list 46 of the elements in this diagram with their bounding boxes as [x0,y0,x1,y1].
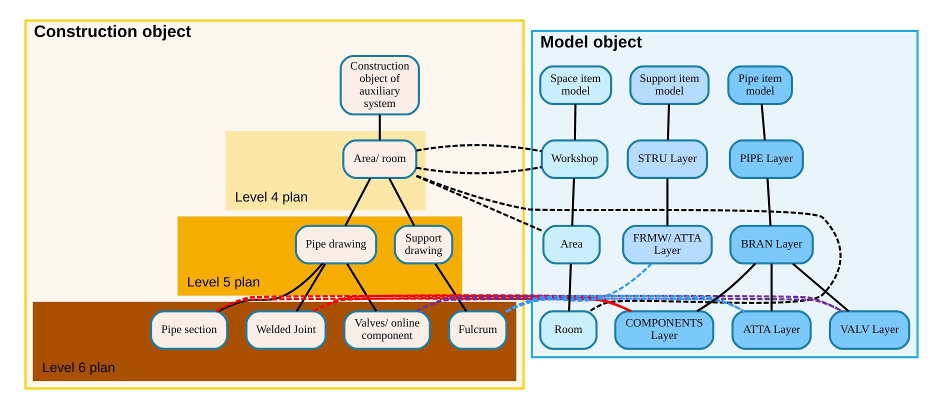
node-box: Area/ room [342,139,418,179]
node-box: FRMW/ ATTA Layer [622,224,713,264]
connector [766,178,772,226]
connector [434,263,468,312]
node-box: Fulcrum [448,310,508,350]
connector [344,178,372,226]
node-box: ATTA Layer [731,310,812,350]
connector [792,262,850,312]
node-box: Pipe section [150,310,228,350]
connector [666,178,668,226]
node-box: Space item model [539,65,612,105]
connector [666,104,670,140]
connector [696,262,756,312]
connector [506,262,652,313]
connector [416,174,842,312]
node-box: Pipe item model [727,65,793,105]
node-box: Pipe drawing [294,224,378,264]
connector [388,178,416,226]
node-box: STRU Layer [626,139,708,179]
connector [574,104,576,140]
connector [312,294,632,312]
node-box: Support drawing [394,224,454,264]
connector [215,294,632,312]
connector [378,114,381,140]
connector [505,294,745,312]
node-box: PIPE Layer [728,139,804,179]
connector [571,178,576,226]
node-box: VALV Layer [828,310,910,350]
connector [296,263,326,312]
node-box: Valves/ online component [343,310,431,350]
node-box: Support item model [629,65,710,105]
connector [568,264,572,312]
connector [416,144,542,174]
node-box: Construction object of auxiliary system [340,54,420,116]
node-box: Room [539,310,598,350]
connector [416,175,544,232]
node-box: BRAN Layer [729,224,814,264]
node-box: Workshop [540,139,609,179]
connector [416,294,843,312]
node-box: Welded Joint [245,310,327,350]
node-box: Area [542,224,601,264]
connector [760,104,766,140]
connector [346,263,378,312]
node-box: COMPONENTS Layer [614,310,714,350]
connector [770,264,773,312]
connector [218,262,324,312]
